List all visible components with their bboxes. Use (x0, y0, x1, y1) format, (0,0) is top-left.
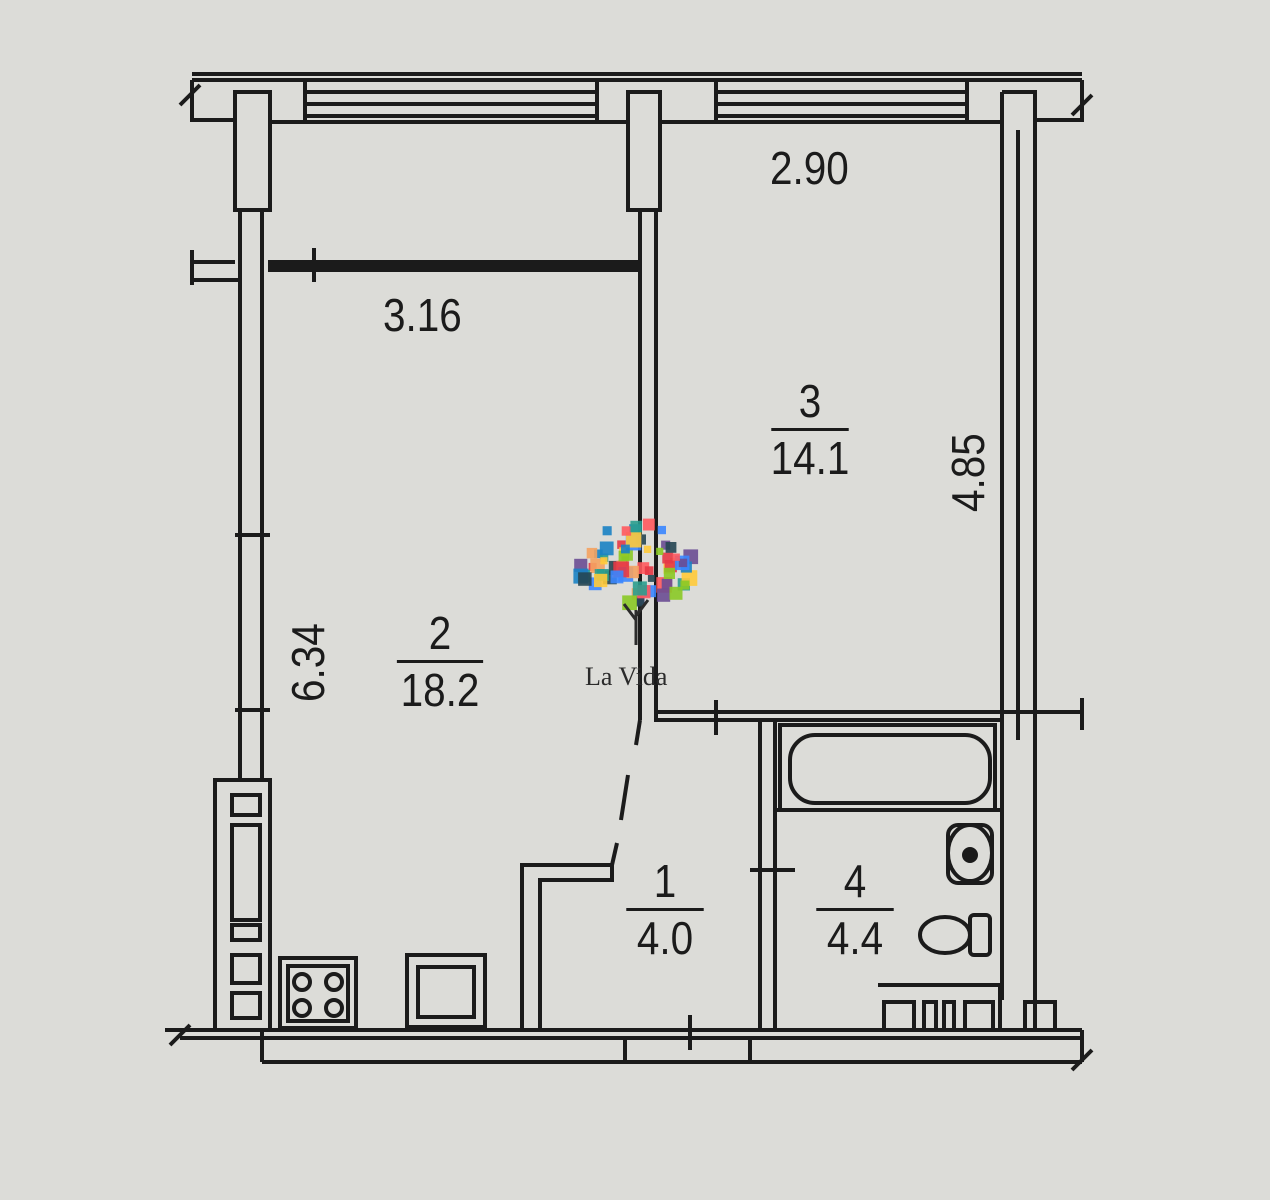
logo-leaf (678, 558, 688, 568)
dimension-kitchen-width: 3.16 (383, 289, 462, 341)
dimension-balcony-width: 2.90 (770, 142, 849, 194)
room-label-4: 4 4.4 (811, 858, 899, 961)
room-label-2: 2 18.2 (392, 610, 489, 713)
logo-leaf (656, 588, 671, 602)
logo-leaf (680, 580, 690, 590)
logo-leaf (618, 550, 630, 562)
logo-leaf (643, 545, 652, 553)
logo-leaf (661, 578, 673, 590)
left-wall (190, 90, 642, 1032)
bathroom-partitions (520, 720, 1057, 1032)
logo-leaf (626, 532, 642, 548)
top-balcony-frame (190, 72, 1084, 124)
logo-leaf (636, 598, 645, 607)
logo-leaf (594, 549, 603, 559)
logo-leaves (573, 518, 699, 611)
room-divider (816, 908, 894, 911)
logo-leaf (578, 572, 592, 586)
logo-leaf (637, 562, 650, 574)
room-divider (626, 908, 704, 911)
logo-leaf (656, 547, 664, 555)
room-area: 14.1 (770, 432, 850, 484)
logo-leaf (594, 573, 608, 588)
room-number: 3 (798, 375, 822, 427)
room-label-1: 1 4.0 (621, 858, 709, 961)
room-number: 4 (843, 855, 867, 907)
logo-leaf (630, 520, 642, 533)
logo-leaf (657, 525, 666, 535)
room-divider (771, 428, 849, 431)
logo-leaf (663, 567, 675, 579)
room-label-3: 3 14.1 (766, 378, 854, 481)
logo-leaf (672, 553, 680, 561)
room-area: 4.4 (826, 912, 884, 964)
logo-leaf (610, 570, 624, 584)
dimension-ticks (178, 83, 1094, 117)
logo-leaf (626, 565, 639, 579)
logo-leaf (621, 544, 630, 554)
logo-leaf (599, 541, 614, 556)
room-area: 18.2 (400, 664, 480, 716)
bottom-wall (165, 1015, 1094, 1072)
logo-leaf (662, 552, 674, 564)
logo-leaf (669, 586, 683, 600)
logo-leaf (665, 542, 677, 553)
logo-leaf (622, 595, 637, 611)
logo-leaf (632, 581, 647, 596)
room-number: 2 (428, 607, 452, 659)
room-area: 4.0 (636, 912, 694, 964)
logo-leaf (621, 526, 632, 536)
logo-text: La Vida (585, 662, 668, 691)
right-wall (1000, 90, 1037, 1030)
room-divider (396, 660, 484, 663)
logo-leaf (644, 566, 654, 575)
logo-leaf (586, 547, 598, 559)
logo-leaf (602, 526, 612, 536)
logo-leaf (647, 574, 655, 582)
logo-leaf (642, 518, 655, 531)
room-number: 1 (653, 855, 677, 907)
logo-leaf (600, 557, 608, 565)
